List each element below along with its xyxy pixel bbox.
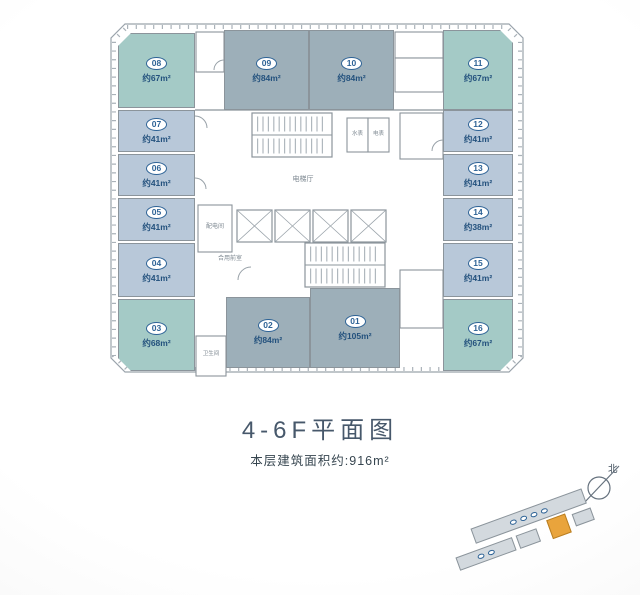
unit-number-badge: 09 <box>256 56 277 70</box>
unit-11: 11 约67m² <box>443 30 513 110</box>
unit-area-label: 约68m² <box>142 337 171 348</box>
unit-number-badge: 16 <box>468 322 489 335</box>
unit-area-label: 约84m² <box>253 335 283 345</box>
plan-title: 4-6F平面图 <box>241 417 399 444</box>
unit-number-badge: 02 <box>257 319 279 332</box>
unit-area-label: 约41m² <box>463 272 493 283</box>
unit-number-badge: 13 <box>467 161 489 175</box>
unit-area-label: 约41m² <box>142 222 171 232</box>
unit-number-badge: 15 <box>467 256 489 270</box>
unit-06: 06 约41m² <box>118 154 195 196</box>
unit-area-label: 约67m² <box>463 337 493 348</box>
unit-03: 03 约68m² <box>118 299 195 371</box>
label-restroom: 卫生间 <box>202 351 220 357</box>
unit-number-badge: 04 <box>146 256 167 270</box>
elevator-cross-symbols <box>236 209 387 243</box>
unit-05: 05 约41m² <box>118 198 195 241</box>
unit-13: 13 约41m² <box>443 154 513 196</box>
unit-area-label: 约38m² <box>463 222 493 232</box>
north-arrow-icon <box>582 465 620 505</box>
label-elevator-hall: 电梯厅 <box>292 176 314 183</box>
unit-01: 01 约105m² <box>310 288 400 368</box>
site-building-bar <box>455 537 517 571</box>
unit-area-label: 约41m² <box>463 133 493 144</box>
unit-area-label: 约41m² <box>142 272 171 283</box>
unit-14: 14 约38m² <box>443 198 513 241</box>
label-electric-meter: 电表 <box>372 131 384 137</box>
plan-subtitle: 本层建筑面积约:916m² <box>250 454 390 468</box>
site-unit-dot <box>509 518 518 526</box>
key-plan: 北 <box>448 460 633 585</box>
site-unit-dot <box>529 510 538 518</box>
unit-area-label: 约105m² <box>338 330 372 341</box>
unit-15: 15 约41m² <box>443 243 513 297</box>
site-unit-dot <box>519 514 528 522</box>
stairwell-top <box>251 112 333 158</box>
unit-02: 02 约84m² <box>226 297 310 368</box>
unit-number-badge: 06 <box>146 161 167 175</box>
unit-07: 07 约41m² <box>118 110 195 152</box>
unit-number-badge: 03 <box>146 322 167 335</box>
site-building-small <box>515 528 542 549</box>
unit-09: 09 约84m² <box>224 30 309 110</box>
unit-area-label: 约67m² <box>463 72 493 83</box>
unit-area-label: 约41m² <box>142 133 171 144</box>
unit-16: 16 约67m² <box>443 299 513 371</box>
service-rooms <box>195 31 444 377</box>
unit-area-label: 约41m² <box>463 177 493 188</box>
unit-area-label: 约84m² <box>252 72 281 83</box>
unit-area-label: 约67m² <box>142 73 171 83</box>
stairwell-bottom <box>304 242 386 288</box>
site-unit-dot <box>476 552 486 560</box>
unit-area-label: 约84m² <box>337 72 366 83</box>
label-shared-vestibule: 合用前室 <box>217 256 242 262</box>
unit-number-badge: 10 <box>341 56 362 70</box>
unit-04: 04 约41m² <box>118 243 195 297</box>
unit-number-badge: 07 <box>146 117 167 131</box>
floor-plan: 01 约105m² 02 约84m² 03 约68m² 04 约41m² 05 约41m² 06 约4… <box>105 18 529 378</box>
elevator-bank <box>236 209 387 243</box>
site-highlighted-building <box>546 513 572 540</box>
site-unit-dot <box>487 548 496 556</box>
unit-number-badge: 05 <box>146 206 167 219</box>
unit-number-badge: 08 <box>146 57 167 70</box>
unit-08: 08 约67m² <box>118 33 195 108</box>
plan-structure-svg <box>110 23 524 377</box>
unit-10: 10 约84m² <box>309 30 394 110</box>
site-unit-dot <box>540 506 549 514</box>
label-water-meter: 水表 <box>351 131 363 137</box>
unit-number-badge: 14 <box>467 206 489 219</box>
unit-number-badge: 11 <box>468 57 489 70</box>
unit-number-badge: 01 <box>344 314 366 328</box>
site-building-small <box>571 507 595 527</box>
label-power-room: 配电间 <box>205 224 224 230</box>
unit-area-label: 约41m² <box>142 177 171 188</box>
site-plan <box>445 473 620 595</box>
north-label: 北 <box>608 464 618 475</box>
unit-12: 12 约41m² <box>443 110 513 152</box>
unit-number-badge: 12 <box>467 117 489 131</box>
units-layer: 01 约105m² 02 约84m² 03 约68m² 04 约41m² 05 约41m² 06 约4… <box>105 18 529 378</box>
